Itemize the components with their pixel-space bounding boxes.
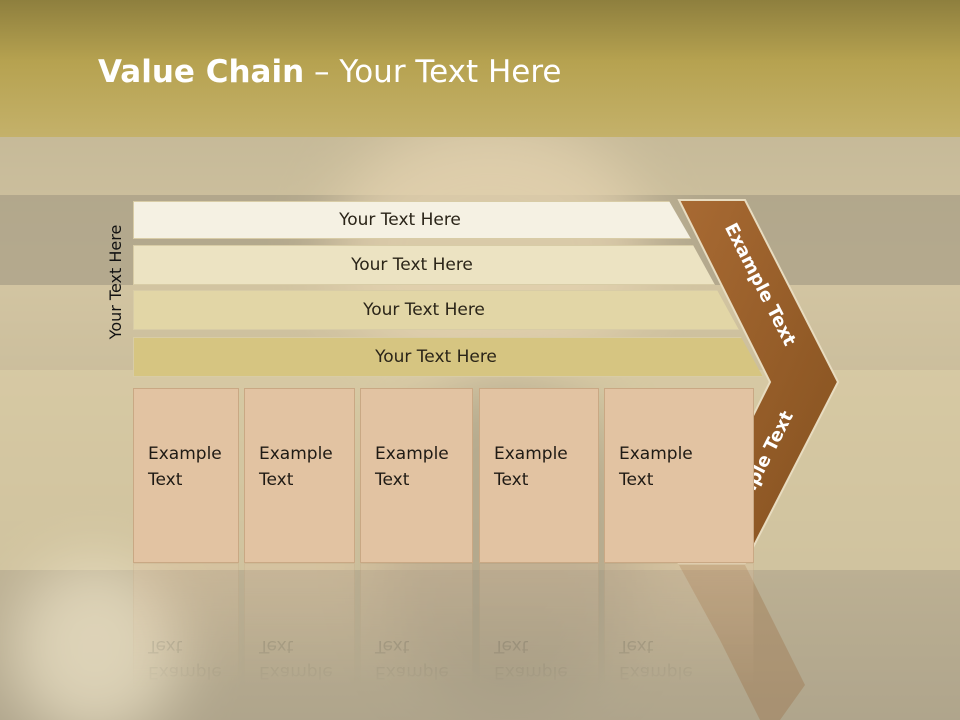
box-reflection-3-line1: Example (375, 662, 449, 682)
title-rest: – Your Text Here (304, 54, 562, 90)
box-1-line2: Text (148, 470, 183, 490)
box-reflection-2: Example Text (244, 563, 355, 720)
box-reflection-1-line2: Text (148, 636, 183, 656)
box-4-line1: Example (494, 444, 568, 464)
band-3-label: Your Text Here (363, 300, 485, 320)
band-1[interactable]: Your Text Here (133, 201, 691, 239)
box-reflection-5: Example Text (604, 563, 754, 720)
box-reflection-4-line2: Text (494, 636, 529, 656)
box-5-line1: Example (619, 444, 693, 464)
band-3[interactable]: Your Text Here (133, 290, 739, 330)
box-reflection-1: Example Text (133, 563, 239, 720)
box-3-line2: Text (375, 470, 410, 490)
box-1-line1: Example (148, 444, 222, 464)
band-1-label: Your Text Here (339, 210, 461, 230)
box-5-line2: Text (619, 470, 654, 490)
title-bold: Value Chain (98, 54, 305, 90)
box-2-line2: Text (259, 470, 294, 490)
box-reflection-1-line1: Example (148, 662, 222, 682)
band-4[interactable]: Your Text Here (133, 337, 763, 377)
band-4-label: Your Text Here (375, 347, 497, 367)
chevron-arrow[interactable] (677, 199, 840, 564)
box-reflection-2-line1: Example (259, 662, 333, 682)
box-4-line2: Text (494, 470, 529, 490)
box-3-line1: Example (375, 444, 449, 464)
box-reflection-3-line2: Text (375, 636, 410, 656)
box-reflection-4: Example Text (479, 563, 599, 720)
chevron-reflection (679, 565, 805, 720)
band-2-label: Your Text Here (351, 255, 473, 275)
box-reflection-2-line2: Text (259, 636, 294, 656)
slide-title[interactable]: Value Chain – Your Text Here (98, 54, 561, 90)
band-2[interactable]: Your Text Here (133, 245, 715, 285)
title-bar (0, 0, 960, 137)
box-2-line1: Example (259, 444, 333, 464)
box-reflection-5-line2: Text (619, 636, 654, 656)
box-reflection-3: Example Text (360, 563, 473, 720)
box-reflection-5-line1: Example (619, 662, 693, 682)
box-reflection-4-line1: Example (494, 662, 568, 682)
